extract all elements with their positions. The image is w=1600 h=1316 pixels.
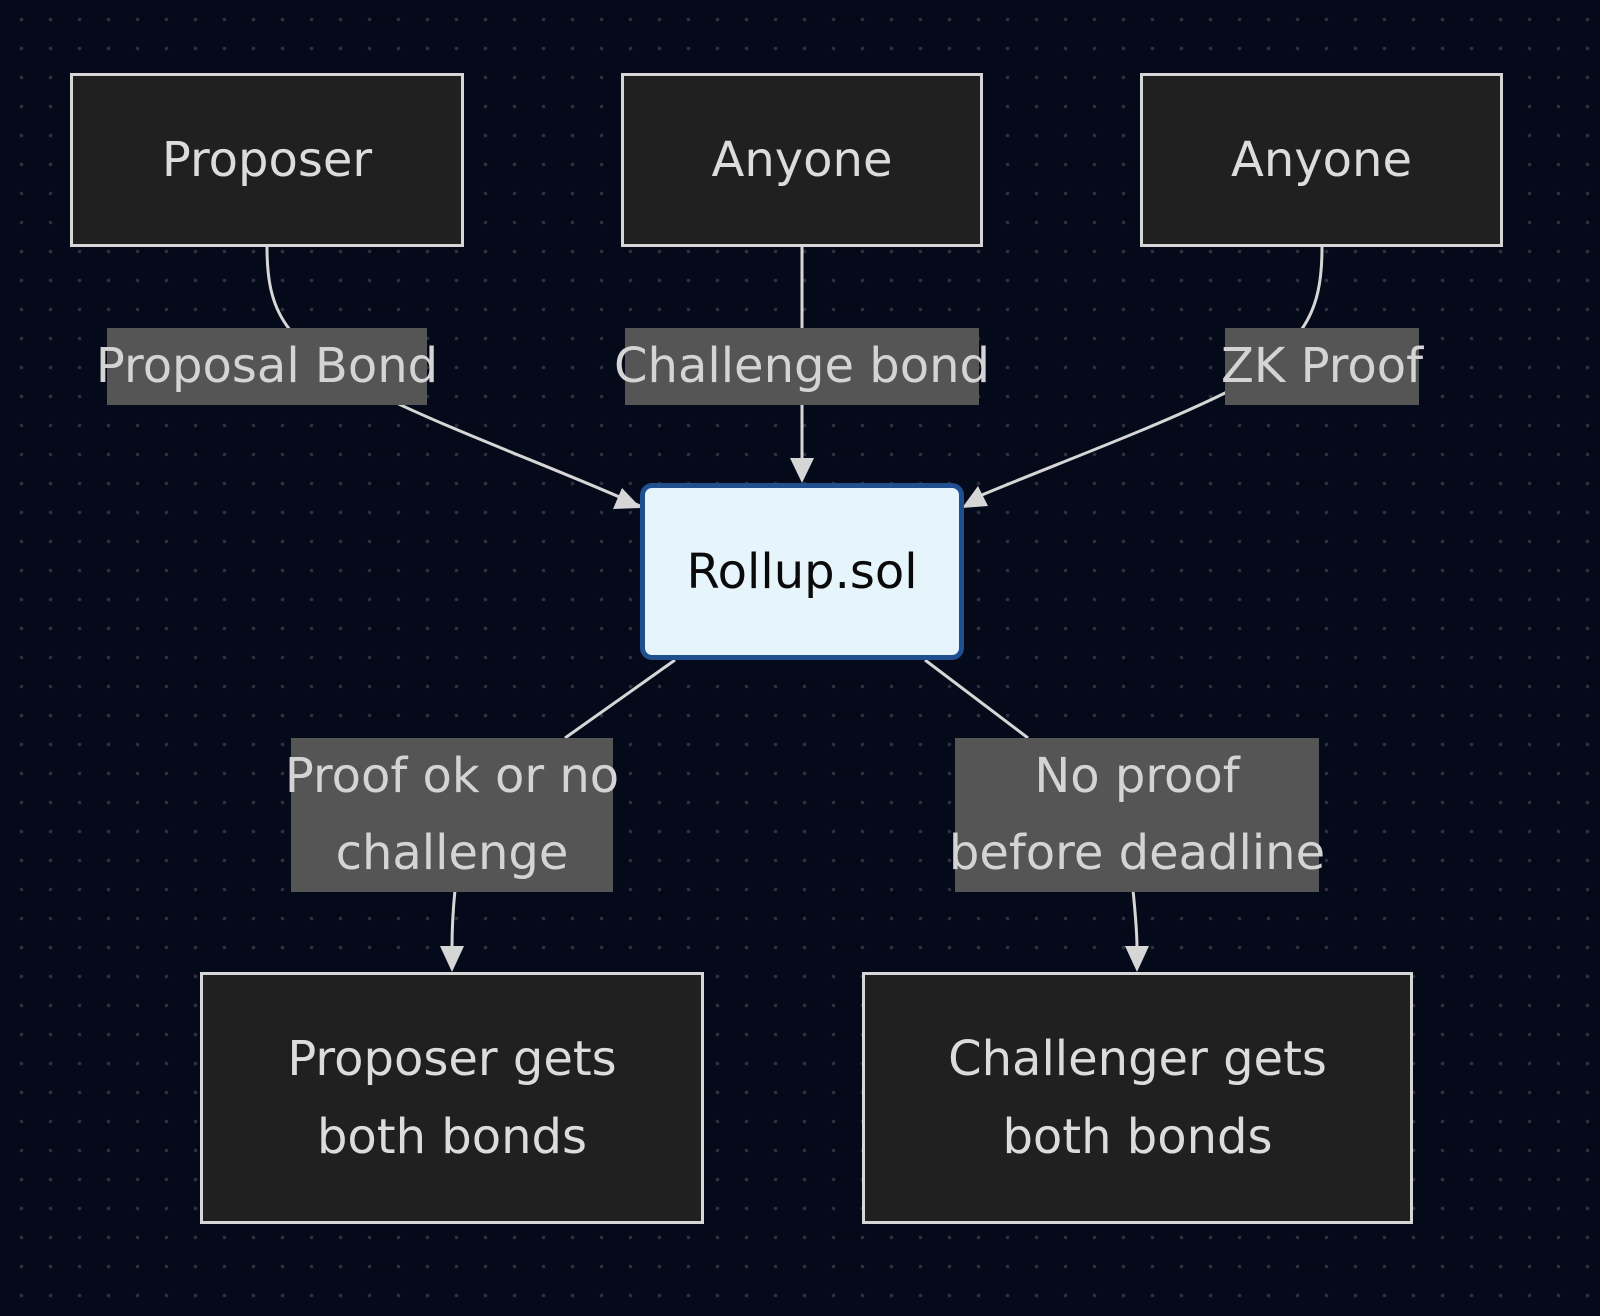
edge-label-proof-ok-line-1: Proof ok or no bbox=[284, 748, 620, 804]
node-proposer-wins-line-1: Proposer gets bbox=[287, 1031, 617, 1087]
node-anyone-prover-label: Anyone bbox=[1231, 132, 1412, 188]
arrowhead-no-proof bbox=[1125, 946, 1149, 972]
arrowhead-zk-proof bbox=[962, 486, 988, 508]
edge-label-no-proof-line-1: No proof bbox=[1034, 748, 1240, 804]
node-challenger-wins[interactable]: Challenger gets both bonds bbox=[862, 972, 1413, 1224]
edge-zk-proof bbox=[969, 246, 1324, 502]
node-challenger-wins-line-1: Challenger gets bbox=[948, 1031, 1327, 1087]
node-challenger-wins-line-2: both bonds bbox=[1002, 1109, 1273, 1165]
node-rollup-contract[interactable]: Rollup.sol bbox=[640, 483, 964, 660]
edge-label-no-proof-line-2: before deadline bbox=[948, 825, 1326, 881]
edge-label-proof-ok: Proof ok or no challenge bbox=[285, 738, 619, 892]
edge-label-challenge-bond: Challenge bond bbox=[614, 328, 990, 405]
edge-label-zk-proof: ZK Proof bbox=[1221, 328, 1423, 405]
arrowhead-proposal-bond bbox=[613, 488, 641, 509]
edge-proof-ok bbox=[450, 658, 676, 949]
edge-label-proof-ok-line-2: challenge bbox=[335, 825, 569, 881]
edge-label-challenge-bond-text: Challenge bond bbox=[614, 338, 990, 394]
node-anyone-challenger[interactable]: Anyone bbox=[621, 73, 983, 247]
arrowhead-proof-ok bbox=[440, 946, 464, 972]
edge-label-proposal-bond-text: Proposal Bond bbox=[95, 338, 439, 394]
edge-label-zk-proof-text: ZK Proof bbox=[1220, 338, 1424, 394]
node-proposer[interactable]: Proposer bbox=[70, 73, 464, 247]
edge-no-proof bbox=[924, 658, 1139, 949]
node-anyone-challenger-label: Anyone bbox=[711, 132, 893, 188]
node-anyone-prover[interactable]: Anyone bbox=[1140, 73, 1503, 247]
arrowhead-challenge-bond bbox=[790, 458, 814, 483]
edge-label-no-proof: No proof before deadline bbox=[949, 738, 1325, 892]
node-proposer-wins[interactable]: Proposer gets both bonds bbox=[200, 972, 704, 1224]
node-rollup-contract-label: Rollup.sol bbox=[686, 543, 918, 600]
edge-label-proposal-bond: Proposal Bond bbox=[96, 328, 438, 405]
node-proposer-label: Proposer bbox=[161, 132, 373, 188]
node-proposer-wins-line-2: both bonds bbox=[316, 1109, 588, 1165]
